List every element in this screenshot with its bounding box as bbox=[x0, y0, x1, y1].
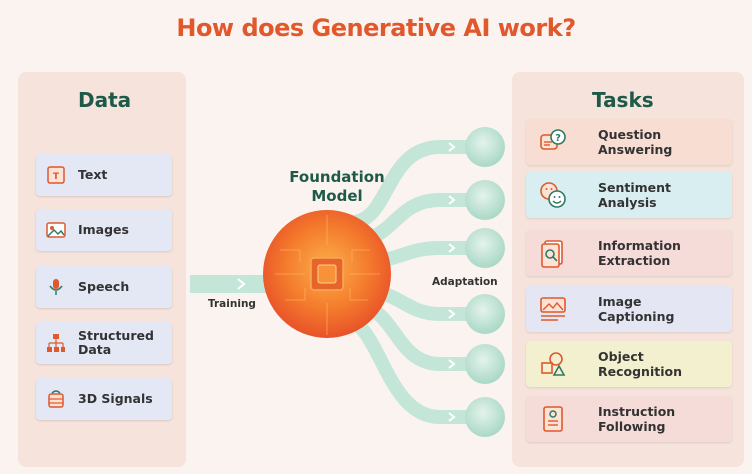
question-chat-icon: ? bbox=[538, 127, 568, 157]
task-label: Object Recognition bbox=[598, 349, 682, 379]
data-heading: Data bbox=[78, 88, 132, 112]
3d-signal-icon bbox=[46, 389, 66, 409]
task-question-answering: ? Question Answering bbox=[526, 119, 732, 165]
emoji-faces-icon bbox=[538, 180, 568, 210]
task-label: Information Extraction bbox=[598, 238, 681, 268]
task-sentiment-analysis: Sentiment Analysis bbox=[526, 172, 732, 218]
foundation-model-label: Foundation Model bbox=[289, 168, 385, 205]
hierarchy-icon bbox=[46, 333, 66, 353]
task-object-recognition: Object Recognition bbox=[526, 341, 732, 387]
tasks-heading: Tasks bbox=[592, 88, 654, 112]
data-item-label: 3D Signals bbox=[78, 391, 153, 406]
instruction-document-icon bbox=[538, 404, 568, 434]
task-image-captioning: Image Captioning bbox=[526, 286, 732, 332]
image-icon bbox=[46, 220, 66, 240]
data-item-images: Images bbox=[36, 209, 172, 251]
task-label: Instruction Following bbox=[598, 404, 676, 434]
text-document-icon: T bbox=[46, 165, 66, 185]
data-item-3d-signals: 3D Signals bbox=[36, 378, 172, 420]
microphone-icon bbox=[46, 277, 66, 297]
task-label: Question Answering bbox=[598, 127, 673, 157]
data-item-speech: Speech bbox=[36, 266, 172, 308]
task-instruction-following: Instruction Following bbox=[526, 396, 732, 442]
document-extract-icon bbox=[538, 238, 568, 268]
svg-text:T: T bbox=[53, 172, 60, 182]
data-item-label: Structured Data bbox=[78, 328, 154, 357]
task-information-extraction: Information Extraction bbox=[526, 230, 732, 276]
data-item-label: Images bbox=[78, 222, 129, 237]
training-arrow bbox=[190, 275, 268, 293]
task-label: Image Captioning bbox=[598, 294, 675, 324]
data-item-structured-data: Structured Data bbox=[36, 322, 172, 364]
task-label: Sentiment Analysis bbox=[598, 180, 672, 210]
data-item-text: T Text bbox=[36, 154, 172, 196]
foundation-model-core bbox=[263, 210, 391, 338]
branch-chevrons bbox=[448, 142, 456, 422]
adaptation-label: Adaptation bbox=[432, 276, 498, 288]
training-label: Training bbox=[208, 298, 256, 310]
image-caption-icon bbox=[538, 294, 568, 324]
shapes-icon bbox=[538, 349, 568, 379]
data-item-label: Text bbox=[78, 167, 108, 182]
output-nodes bbox=[465, 127, 505, 437]
svg-text:?: ? bbox=[555, 133, 561, 144]
data-item-label: Speech bbox=[78, 279, 130, 294]
page-title: How does Generative AI work? bbox=[176, 14, 576, 42]
